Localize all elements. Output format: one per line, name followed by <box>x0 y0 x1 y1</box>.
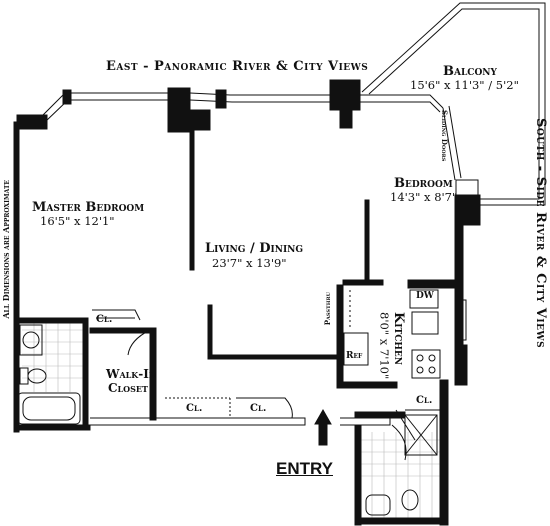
kitchen-top-right <box>407 279 464 289</box>
bedroom-name: Bedroom <box>394 176 453 191</box>
toilet-left <box>27 368 47 384</box>
toilet-bottom <box>401 489 419 511</box>
walk-in-closet-name-1: Walk-In <box>106 367 157 381</box>
bath-left-bottom <box>13 424 91 431</box>
balcony-dims: 15'6" x 11'3" / 5'2" <box>410 78 519 92</box>
living-bottom-wall <box>207 354 339 360</box>
bath-tile-left <box>22 322 85 392</box>
tub-left-inner <box>22 396 76 421</box>
east-window-wall <box>16 92 444 123</box>
bedroom-left-wall <box>364 199 370 286</box>
wall-block-2 <box>167 87 191 133</box>
closet-label-3: Cl. <box>250 403 267 414</box>
sink-left <box>19 324 43 356</box>
tub-left <box>17 392 81 425</box>
ref-label: Ref <box>346 351 363 361</box>
dishwasher <box>409 289 439 309</box>
corridor-wall <box>90 417 306 426</box>
door-swing-bath <box>391 424 407 461</box>
bath-bottom-left <box>354 424 362 526</box>
balcony-inner-rail <box>368 8 540 200</box>
dimensions-note: All Dimensions are Approximate <box>1 180 11 319</box>
right-wall-block <box>454 194 481 226</box>
wall-block-6 <box>215 89 227 109</box>
wall-block-1 <box>16 114 48 130</box>
walkin-top <box>89 327 157 334</box>
entry-label: ENTRY <box>276 459 333 478</box>
entry-arrow <box>314 408 332 446</box>
right-wall <box>454 224 464 356</box>
living-dining-dims: 23'7" x 13'9" <box>212 256 287 270</box>
door-swing-walkin <box>127 329 151 356</box>
wall-block-4 <box>329 79 361 111</box>
bedroom-dims: 14'3" x 8'7" <box>390 190 458 204</box>
master-bedroom-dims: 16'5" x 12'1" <box>40 214 115 228</box>
bath-left-top <box>13 317 87 324</box>
balcony-name: Balcony <box>443 64 497 79</box>
living-dining-name: Living / Dining <box>205 241 304 256</box>
sliding-door-track <box>442 105 462 181</box>
kitchen-name: Kitchen <box>391 312 406 365</box>
kitchen-bottom-left <box>336 381 398 389</box>
wall-block-7 <box>62 89 72 105</box>
sink-bottom <box>365 494 391 516</box>
sliding-doors-label: Sliding Doors <box>440 110 449 162</box>
south-view-label: South - Side River & City Views <box>533 118 548 349</box>
partition-master-living <box>189 129 195 271</box>
sink-left-bowl <box>22 331 40 349</box>
closet-label-4: Cl. <box>416 395 433 406</box>
bath-left-right <box>82 317 89 431</box>
refrigerator <box>343 332 369 366</box>
bath-bottom-floor <box>354 517 449 525</box>
wall-block-3 <box>189 109 211 131</box>
bath-bottom-right <box>439 379 449 526</box>
toilet-left-tank <box>19 367 29 385</box>
right-wall-low <box>454 344 468 386</box>
dw-label: DW <box>416 291 434 301</box>
east-window-wall-inner <box>16 99 441 129</box>
kitchen-sink <box>411 311 439 335</box>
walk-in-closet-name-2: Closet <box>108 381 148 395</box>
closet-door-3 <box>92 309 141 321</box>
kitchen-dims: 8'0" x 7'10" <box>377 312 392 380</box>
bedroom-window <box>460 299 467 341</box>
corridor-wall-right <box>340 417 391 426</box>
master-bedroom-name: Master Bedroom <box>32 200 145 215</box>
passthru-counter <box>342 290 351 330</box>
bath-tile-bottom <box>360 432 440 520</box>
passthru-label: Passthru <box>323 292 332 326</box>
east-view-label: East - Panoramic River & City Views <box>106 59 369 74</box>
kitchen-left-wall <box>336 284 344 386</box>
left-wall <box>13 121 20 433</box>
balcony-outline <box>361 2 546 206</box>
wall-block-5 <box>339 109 353 129</box>
living-left-stub <box>207 304 213 360</box>
closet-label-2: Cl. <box>186 403 203 414</box>
kitchen-top-wall <box>342 279 384 286</box>
closet-door-1 <box>165 397 231 418</box>
closet-door-2 <box>236 397 293 419</box>
closet-label-1: Cl. <box>96 314 113 325</box>
stove <box>411 349 441 379</box>
shower <box>404 414 438 456</box>
